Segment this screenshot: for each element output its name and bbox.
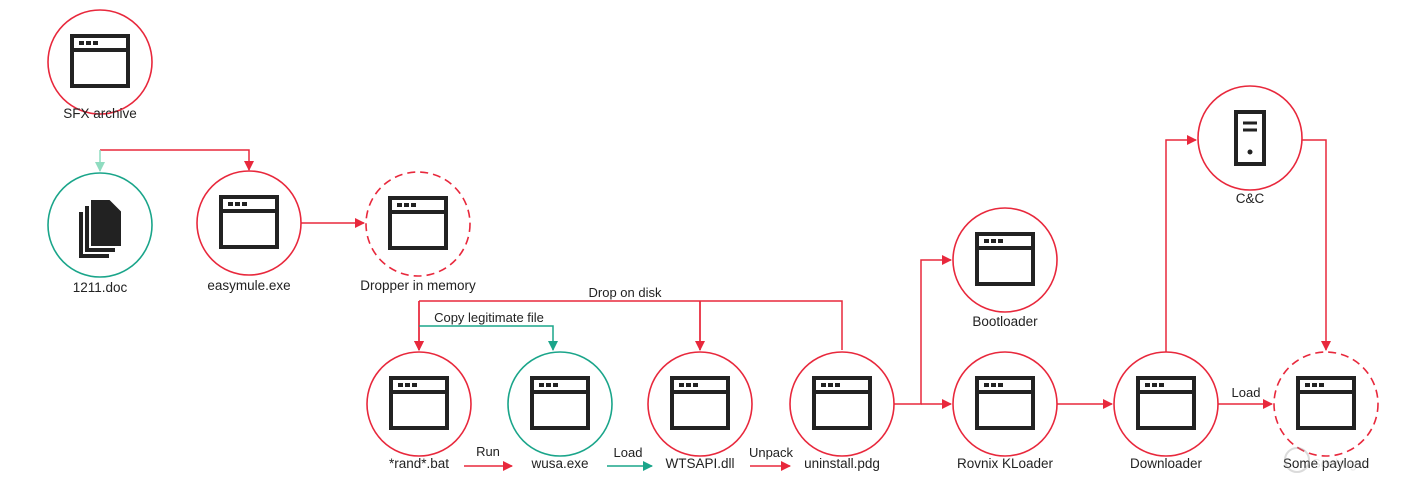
node-label: 1211.doc [73, 280, 128, 295]
window-icon [389, 376, 449, 430]
node-kloader: Rovnix KLoader [952, 351, 1058, 471]
window-icon [530, 376, 590, 430]
label-load-1: Load [614, 445, 643, 460]
label-run: Run [476, 444, 500, 459]
window-icon [70, 34, 130, 88]
node-easymule: easymule.exe [196, 170, 302, 293]
node-label: uninstall.pdg [804, 456, 880, 471]
node-bootloader: Bootloader [952, 207, 1058, 329]
node-wtsapi: WTSAPI.dll [647, 351, 753, 471]
node-sfx: SFX archive [47, 9, 153, 121]
window-icon [975, 232, 1035, 286]
node-label: Dropper in memory [360, 278, 476, 293]
server-icon [1234, 110, 1266, 166]
node-label: easymule.exe [207, 278, 290, 293]
edge-cc-payload [1302, 139, 1331, 351]
node-cc: C&C [1197, 85, 1303, 206]
node-label: Downloader [1130, 456, 1203, 471]
window-icon [812, 376, 872, 430]
documents-icon [77, 198, 123, 260]
node-downloader: Downloader [1113, 351, 1219, 471]
window-icon [388, 196, 448, 250]
label-drop-on-disk: Drop on disk [589, 285, 662, 300]
edge-uninstall-bootloader [894, 255, 952, 405]
label-load-2: Load [1232, 385, 1261, 400]
label-copy-legit: Copy legitimate file [434, 310, 544, 325]
window-icon [219, 195, 279, 249]
node-label: SFX archive [63, 106, 137, 121]
node-wusa: wusa.exe [507, 351, 613, 471]
watermark-text: Seebug [1312, 456, 1357, 471]
node-label: wusa.exe [530, 456, 588, 471]
edge-downloader-cc [1165, 135, 1197, 352]
label-unpack: Unpack [749, 445, 794, 460]
node-dropper: Dropper in memory [360, 171, 476, 293]
window-icon [1136, 376, 1196, 430]
node-label: Bootloader [972, 314, 1038, 329]
node-label: WTSAPI.dll [665, 456, 734, 471]
window-icon [1296, 376, 1356, 430]
node-randbat: *rand*.bat [366, 351, 472, 471]
window-icon [975, 376, 1035, 430]
node-label: Rovnix KLoader [957, 456, 1054, 471]
seebug-watermark: Seebug [1284, 447, 1357, 473]
node-doc: 1211.doc [47, 172, 153, 295]
node-label: *rand*.bat [389, 456, 449, 471]
window-icon [670, 376, 730, 430]
node-uninstall: uninstall.pdg [789, 351, 895, 471]
edge-copy-legit [419, 325, 558, 351]
node-label: C&C [1236, 191, 1265, 206]
node-label: Some payload [1283, 456, 1369, 471]
edge-sfx-easymule [100, 149, 254, 171]
node-payload: Some payload [1273, 351, 1379, 471]
